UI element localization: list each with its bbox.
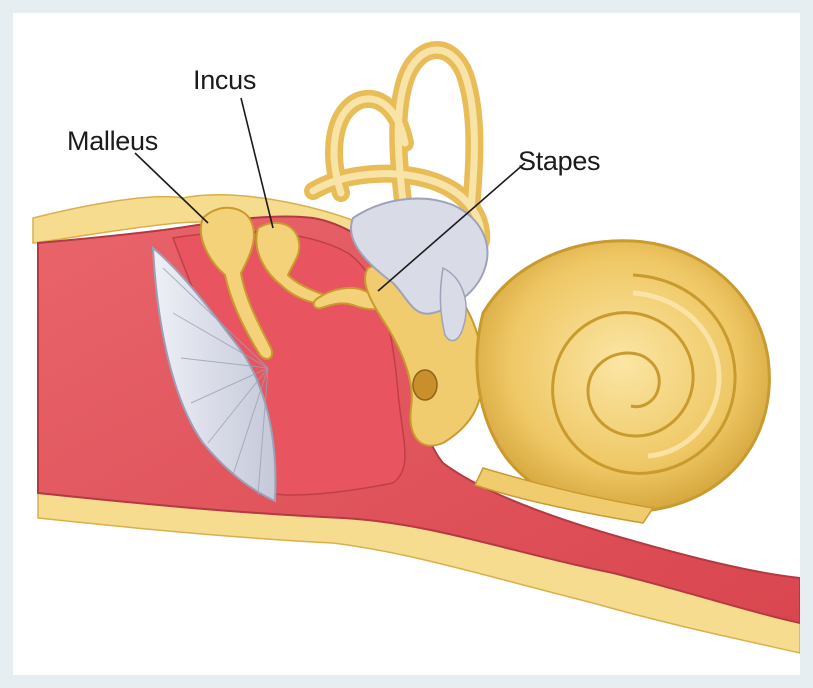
stapes-label: Stapes	[518, 146, 600, 177]
cochlea	[477, 241, 769, 512]
round-window	[413, 370, 437, 400]
middle-ear-illustration	[13, 13, 800, 675]
diagram-canvas: Incus Malleus Stapes	[13, 13, 800, 675]
incus-label: Incus	[193, 65, 256, 96]
malleus-label: Malleus	[67, 126, 158, 157]
